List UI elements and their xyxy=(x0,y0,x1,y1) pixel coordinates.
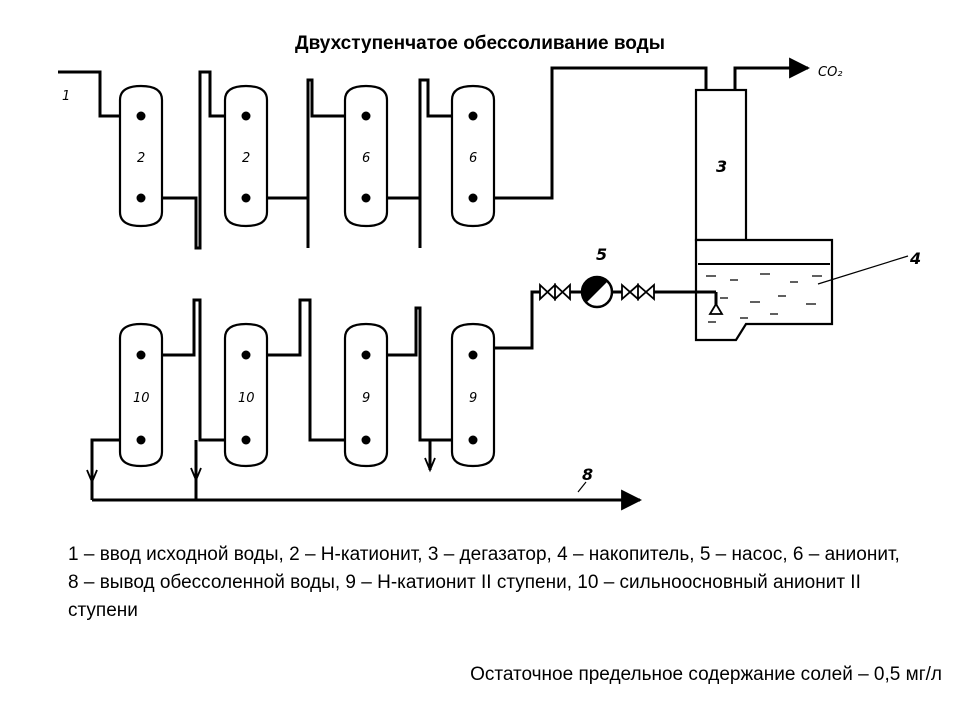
salt-content-note: Остаточное предельное содержание солей –… xyxy=(470,664,942,685)
tank-leader-line xyxy=(817,255,909,285)
vessel-label: 6 xyxy=(362,151,370,166)
filter-vessel xyxy=(118,84,164,228)
outlet-label: 8 xyxy=(582,465,593,484)
degasser-label: 3 xyxy=(716,157,727,176)
valve-left-icon xyxy=(539,282,571,302)
down-arrow-icon xyxy=(424,457,436,473)
water-hatching xyxy=(706,273,822,323)
vessel-label: 9 xyxy=(362,391,370,406)
vessel-label: 10 xyxy=(238,391,255,406)
pipe-v10b-to-v10a xyxy=(137,298,245,442)
filter-vessel xyxy=(118,322,164,468)
co2-label: CO₂ xyxy=(818,65,843,80)
legend-text: 1 – ввод исходной воды, 2 – Н-катионит, … xyxy=(68,544,900,621)
pipe-v9a-to-v10b xyxy=(242,298,365,442)
pipe-v4-to-degasser xyxy=(472,66,708,200)
suction-nozzle xyxy=(708,302,724,315)
valve-right-icon xyxy=(621,283,655,301)
filter-vessel xyxy=(343,322,389,468)
down-arrow-icon xyxy=(190,467,202,483)
storage-tank xyxy=(694,238,834,342)
vessel-label: 2 xyxy=(242,151,250,166)
vessel-label: 6 xyxy=(469,151,477,166)
outlet-leader-line xyxy=(577,481,587,493)
vessel-label: 2 xyxy=(137,151,145,166)
filter-vessel xyxy=(223,84,269,228)
vessel-label: 9 xyxy=(469,391,477,406)
page-title: Двухступенчатое обессоливание воды xyxy=(295,33,665,54)
pipe-v1-to-v2 xyxy=(140,70,248,250)
filter-vessel xyxy=(223,322,269,468)
process-diagram: 1 CO₂ 3 4 5 8 2 2 6 6 10 10 9 9 xyxy=(58,57,921,511)
down-arrow-icon xyxy=(86,469,98,485)
pump-line xyxy=(472,290,622,348)
vessel-label: 10 xyxy=(133,391,150,406)
filter-vessel xyxy=(450,84,496,228)
filter-vessel xyxy=(343,84,389,228)
pump-label: 5 xyxy=(596,245,607,264)
pipe-v2-to-v3 xyxy=(245,78,368,248)
pump-icon xyxy=(580,275,614,309)
filter-vessel xyxy=(450,322,496,468)
inlet-label: 1 xyxy=(62,89,70,104)
co2-outlet-pipe xyxy=(733,57,811,90)
tank-label: 4 xyxy=(909,249,921,268)
pipe-v3-to-v4 xyxy=(365,78,475,248)
